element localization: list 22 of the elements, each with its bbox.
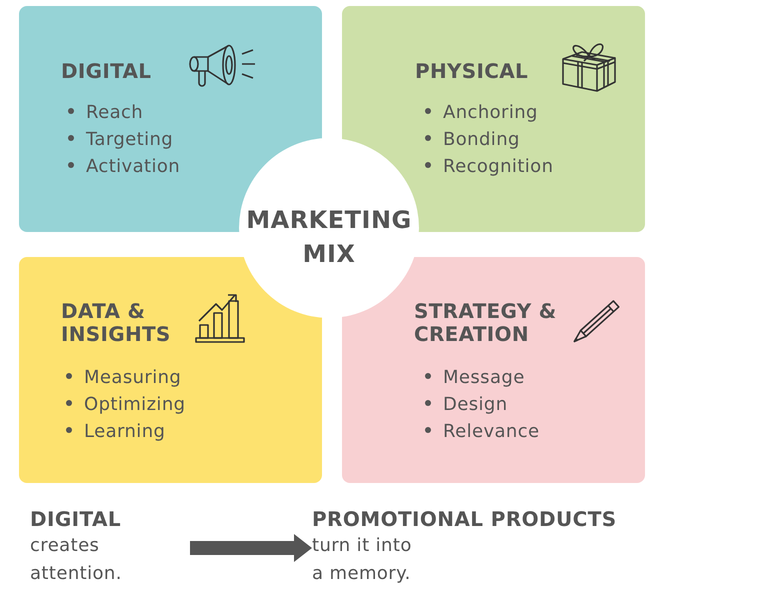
caption-heading: PROMOTIONAL PRODUCTS xyxy=(312,506,617,532)
card-heading: DIGITAL xyxy=(61,60,152,83)
bullet-item: Bonding xyxy=(425,126,520,153)
bullet-item: Recognition xyxy=(425,153,554,180)
bullet-item: Relevance xyxy=(425,418,540,445)
arrow xyxy=(190,534,312,562)
caption-text: creates attention. xyxy=(30,534,123,586)
bullet-item: Targeting xyxy=(68,126,174,153)
card-heading: STRATEGY & CREATION xyxy=(414,300,558,346)
card-heading: PHYSICAL xyxy=(415,60,528,83)
bullet-item: Optimizing xyxy=(66,391,186,418)
bullet-item: Learning xyxy=(66,418,166,445)
card-heading: DATA & INSIGHTS xyxy=(61,300,172,346)
caption-heading: DIGITAL xyxy=(30,506,122,532)
bullet-item: Message xyxy=(425,364,525,391)
bullet-item: Activation xyxy=(68,153,180,180)
bullet-item: Anchoring xyxy=(425,99,538,126)
bullet-item: Reach xyxy=(68,99,144,126)
center-title: MARKETING MIX xyxy=(246,205,412,270)
caption-text: turn it into a memory. xyxy=(312,534,412,586)
bullet-item: Design xyxy=(425,391,508,418)
bullet-item: Measuring xyxy=(66,364,182,391)
